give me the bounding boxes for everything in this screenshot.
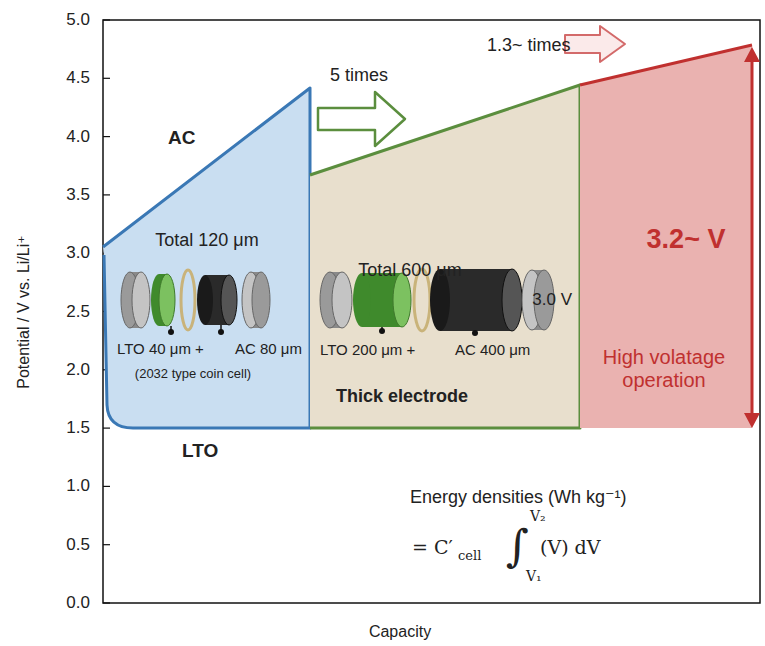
tick-label: 2.5 bbox=[66, 302, 90, 322]
region-text: AC 400 μm bbox=[455, 341, 530, 358]
tick-label: 0.0 bbox=[66, 593, 90, 613]
region-text: (2032 type coin cell) bbox=[135, 367, 251, 382]
integral-sign: ∫ bbox=[506, 521, 529, 572]
chart-region: Total 600 μm LTO 200 μm + AC 400 μm Thick e… bbox=[310, 83, 582, 430]
tick-mark bbox=[103, 136, 110, 137]
region-shape bbox=[310, 83, 582, 430]
hollow-arrow bbox=[318, 92, 405, 146]
arrow-label: 1.3~ times bbox=[487, 35, 571, 56]
plot-frame bbox=[103, 20, 760, 603]
tick-label: 1.5 bbox=[66, 418, 90, 438]
region-text: Thick electrode bbox=[336, 386, 468, 407]
tick-label: 4.0 bbox=[66, 127, 90, 147]
region-text: 3.2~ V bbox=[647, 224, 726, 255]
tick-mark bbox=[103, 78, 110, 79]
hollow-arrow bbox=[565, 26, 625, 62]
formula-part: V₁ bbox=[526, 568, 542, 584]
arrow-label: 5 times bbox=[330, 65, 388, 86]
tick-mark bbox=[103, 486, 110, 487]
chart-region: Total 120 μm LTO 40 μm + AC 80 μm (2032 typ… bbox=[103, 85, 310, 430]
tick-label: 5.0 bbox=[66, 10, 90, 30]
region-text: AC 80 μm bbox=[235, 340, 302, 357]
formula-part: V₂ bbox=[530, 508, 546, 524]
tick-label: 0.5 bbox=[66, 535, 90, 555]
tick-label: 3.0 bbox=[66, 243, 90, 263]
axis-title: Potential / V vs. Li/Li⁺ bbox=[15, 235, 33, 388]
tick-mark bbox=[103, 194, 110, 195]
region-text: Total 120 μm bbox=[155, 230, 258, 251]
region-text: LTO 40 μm + bbox=[117, 340, 204, 357]
tick-mark bbox=[103, 19, 110, 20]
region-text: Total 600 μm bbox=[358, 260, 461, 281]
region-text: LTO 200 μm + bbox=[320, 341, 415, 358]
axis-title: Capacity bbox=[369, 623, 431, 641]
tick-label: 4.5 bbox=[66, 69, 90, 89]
voltage-label: 3.0 V bbox=[532, 290, 572, 310]
tick-mark bbox=[103, 602, 110, 603]
region-text: High volatage operation bbox=[589, 346, 739, 392]
formula-part: = C′ bbox=[412, 537, 453, 559]
formula-part: cell bbox=[458, 549, 481, 564]
curve-label: AC bbox=[168, 127, 195, 149]
tick-label: 2.0 bbox=[66, 360, 90, 380]
formula-title: Energy densities (Wh kg⁻¹) bbox=[410, 487, 627, 508]
tick-mark bbox=[103, 544, 110, 545]
tick-label: 3.5 bbox=[66, 185, 90, 205]
tick-mark bbox=[103, 428, 110, 429]
chart-region: 3.2~ V High volatage operation bbox=[580, 43, 755, 430]
formula-part: (V) dV bbox=[540, 537, 600, 559]
tick-label: 1.0 bbox=[66, 477, 90, 497]
curve-label: LTO bbox=[182, 440, 218, 462]
